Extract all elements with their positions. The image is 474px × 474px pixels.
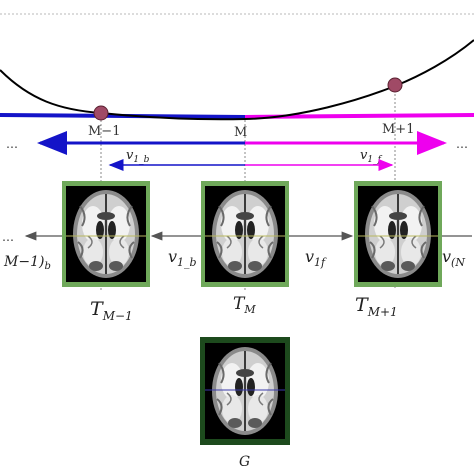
manifold-curve xyxy=(0,39,474,121)
label-point-prev: M−1 xyxy=(88,124,120,139)
global-template-image xyxy=(200,337,290,445)
template-center-image xyxy=(201,181,289,287)
point-prev xyxy=(93,105,109,121)
ellipsis-right-top: … xyxy=(456,137,468,151)
point-next xyxy=(387,77,403,93)
label-v1b-mid: v1_b xyxy=(168,247,197,269)
label-point-next: M+1 xyxy=(382,122,414,137)
template-prev-image xyxy=(62,181,150,287)
label-right-edge-velocity: v(N xyxy=(442,247,465,269)
label-template-next: TM+1 xyxy=(355,294,398,319)
label-template-prev: TM−1 xyxy=(90,298,133,323)
label-v1f-top: v1_f xyxy=(360,148,383,165)
template-next-image xyxy=(354,181,442,287)
ellipsis-left-mid: … xyxy=(2,230,14,244)
label-left-edge-velocity: M−1)b xyxy=(3,254,51,272)
label-v1b-top: v1_b xyxy=(126,148,150,165)
label-point-center: M xyxy=(234,125,247,140)
label-global-template: G xyxy=(239,454,250,470)
label-v1f-mid: v1f xyxy=(305,247,327,269)
ellipsis-left-top: … xyxy=(6,137,18,151)
label-template-center: TM xyxy=(233,294,256,316)
